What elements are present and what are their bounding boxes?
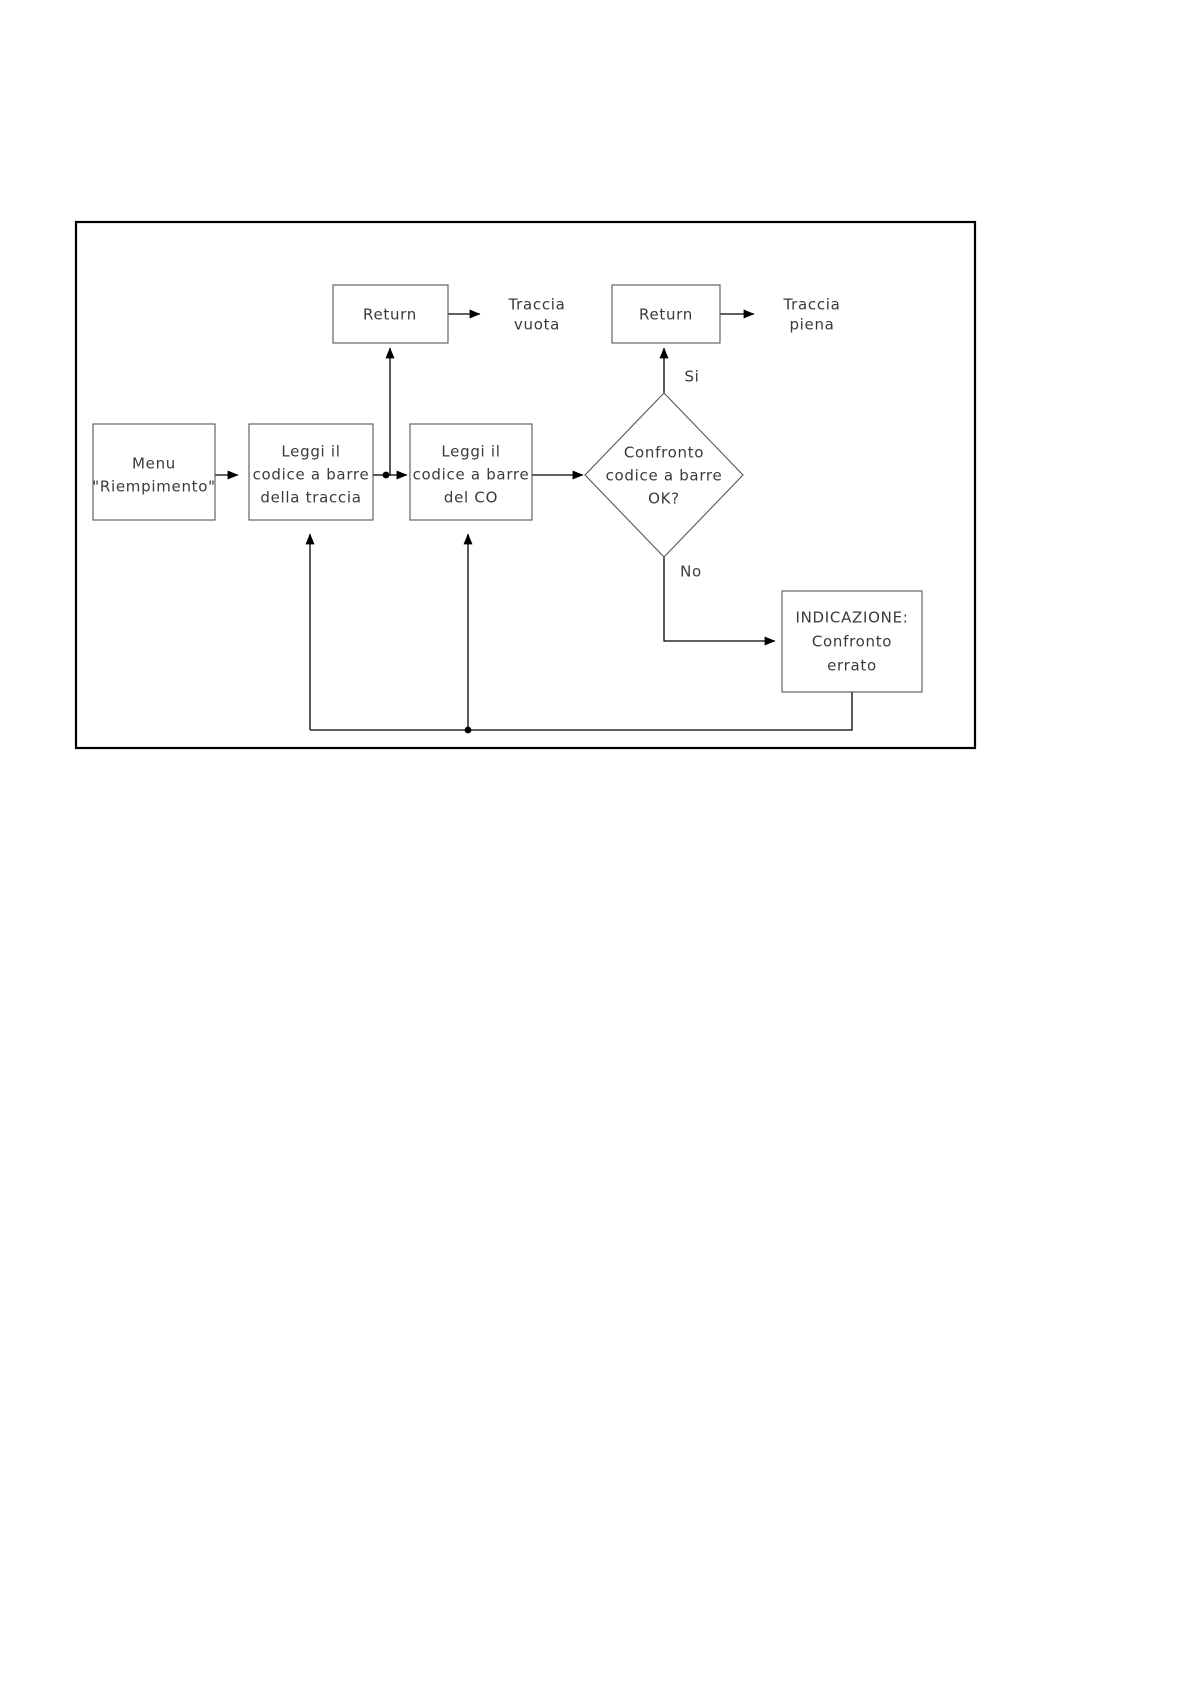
edge-indicazione-to-bottom-rail	[468, 692, 853, 731]
outcome-traccia-vuota-line-1: vuota	[514, 316, 560, 334]
node-indicazione-confronto-errato[interactable]	[781, 590, 923, 693]
node-indicazione-line-1: Confronto	[812, 633, 892, 651]
diagram-frame	[74, 220, 977, 750]
node-return-vuota-line-0: Return	[363, 306, 417, 324]
node-leggi-codice-co-line-1: codice a barre	[413, 466, 530, 484]
node-leggi-codice-co-line-2: del CO	[444, 489, 498, 507]
node-leggi-codice-traccia-line-1: codice a barre	[253, 466, 370, 484]
node-confronto-line-1: codice a barre	[606, 467, 723, 485]
node-menu-riempimento[interactable]	[92, 423, 216, 521]
node-confronto-line-0: Confronto	[624, 444, 704, 462]
edge-label-no: No	[680, 563, 702, 581]
outcome-traccia-piena-line-1: piena	[789, 316, 834, 334]
node-confronto-line-2: OK?	[648, 490, 680, 508]
node-confronto-decision[interactable]	[584, 392, 744, 558]
node-indicazione-line-0: INDICAZIONE:	[795, 609, 908, 627]
node-leggi-codice-co-line-0: Leggi il	[441, 443, 500, 461]
node-return-piena-line-0: Return	[639, 306, 693, 324]
node-indicazione-line-2: errato	[827, 657, 877, 675]
node-leggi-codice-traccia-line-0: Leggi il	[281, 443, 340, 461]
edge-label-si: Si	[684, 368, 699, 386]
node-leggi-codice-traccia[interactable]	[248, 423, 374, 521]
node-return-vuota[interactable]	[332, 284, 449, 344]
edge-confronto-no-to-indicazione	[663, 557, 776, 646]
node-menu-riempimento-line-1: "Riempimento"	[92, 478, 215, 496]
node-leggi-codice-traccia-line-2: della traccia	[260, 489, 361, 507]
node-menu-riempimento-line-0: Menu	[132, 455, 176, 473]
node-return-piena[interactable]	[611, 284, 721, 344]
outcome-traccia-piena-line-0: Traccia	[782, 296, 840, 314]
node-leggi-codice-co[interactable]	[409, 423, 533, 521]
outcome-traccia-vuota-line-0: Traccia	[507, 296, 565, 314]
